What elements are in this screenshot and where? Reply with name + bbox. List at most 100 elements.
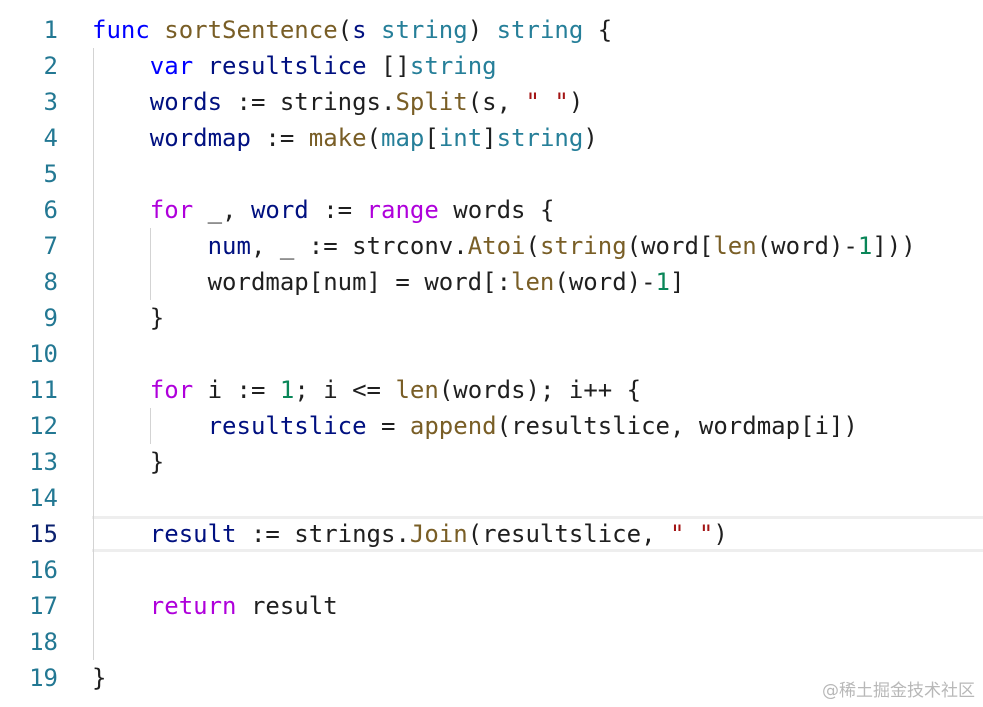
code-token: ): [568, 88, 584, 116]
code-token: for: [149, 376, 194, 404]
code-token: (resultslice,: [467, 520, 670, 548]
code-line[interactable]: 15 result := strings.Join(resultslice, "…: [0, 516, 983, 552]
line-number: 6: [43, 196, 58, 224]
code-line[interactable]: 5: [0, 156, 983, 192]
code-token: len: [511, 268, 555, 296]
line-number: 16: [29, 556, 58, 584]
code-token: sortSentence: [164, 16, 338, 44]
code-token: [367, 16, 381, 44]
indent-guide: [93, 192, 94, 228]
code-text: num, _ := strconv.Atoi(string(word[len(w…: [92, 228, 916, 264]
indent-guide: [93, 408, 94, 444]
code-token: Join: [409, 520, 468, 548]
code-token: }: [92, 664, 107, 692]
code-line[interactable]: 7 num, _ := strconv.Atoi(string(word[len…: [0, 228, 983, 264]
watermark: @稀土掘金技术社区: [822, 681, 975, 701]
indent-guide: [150, 408, 151, 444]
line-number: 7: [43, 232, 58, 260]
code-token: (word[: [626, 232, 714, 260]
code-token: (words); i++ {: [438, 376, 642, 404]
code-token: return: [149, 592, 237, 620]
code-line[interactable]: 6 for _, word := range words {: [0, 192, 983, 228]
code-token: []: [366, 52, 410, 80]
code-token: words: [149, 88, 223, 116]
code-token: result: [236, 592, 338, 620]
code-token: i :=: [193, 376, 280, 404]
code-token: [193, 52, 207, 80]
code-line[interactable]: 16: [0, 552, 983, 588]
indent-guide: [93, 228, 94, 264]
code-text: result := strings.Join(resultslice, " "): [92, 516, 728, 552]
code-line[interactable]: 19}: [0, 660, 983, 696]
code-text: for _, word := range words {: [92, 192, 555, 228]
code-token: ]: [670, 268, 685, 296]
code-line[interactable]: 11 for i := 1; i <= len(words); i++ {: [0, 372, 983, 408]
indent-guide: [93, 552, 94, 588]
code-line[interactable]: 12 resultslice = append(resultslice, wor…: [0, 408, 983, 444]
code-token: " ": [669, 520, 714, 548]
code-token: ; i <=: [294, 376, 396, 404]
code-text: resultslice = append(resultslice, wordma…: [92, 408, 858, 444]
indent-guide: [93, 156, 94, 192]
code-token: (resultslice, wordmap[i]): [496, 412, 858, 440]
line-number: 14: [29, 484, 58, 512]
indent-guide: [93, 624, 94, 660]
indent-guide: [93, 588, 94, 624]
code-token: =: [366, 412, 410, 440]
code-token: }: [92, 304, 165, 332]
code-token: (word)-: [554, 268, 656, 296]
code-line[interactable]: 10: [0, 336, 983, 372]
indent-guide: [93, 336, 94, 372]
code-token: int: [438, 124, 483, 152]
code-token: append: [409, 412, 497, 440]
code-line[interactable]: 9 }: [0, 300, 983, 336]
indent-guide: [93, 84, 94, 120]
code-token: string: [539, 232, 627, 260]
code-line[interactable]: 3 words := strings.Split(s, " "): [0, 84, 983, 120]
line-number: 8: [43, 268, 58, 296]
code-token: word: [250, 196, 309, 224]
code-token: make: [308, 124, 367, 152]
code-text: }: [92, 660, 106, 696]
code-text: func sortSentence(s string) string {: [92, 12, 612, 48]
code-token: var: [149, 52, 194, 80]
code-token: result: [149, 520, 237, 548]
code-token: s: [352, 16, 367, 44]
code-token: for: [149, 196, 194, 224]
code-token: ]: [482, 124, 497, 152]
code-token: [92, 412, 208, 440]
code-token: (: [525, 232, 540, 260]
line-number: 9: [43, 304, 58, 332]
line-number: 18: [29, 628, 58, 656]
code-token: len: [395, 376, 439, 404]
line-number: 12: [29, 412, 58, 440]
code-line[interactable]: 17 return result: [0, 588, 983, 624]
indent-guide: [93, 480, 94, 516]
code-token: :=: [308, 196, 367, 224]
line-number: 2: [43, 52, 58, 80]
code-token: (: [337, 16, 353, 44]
code-token: func: [92, 16, 150, 44]
code-line[interactable]: 14: [0, 480, 983, 516]
code-line[interactable]: 18: [0, 624, 983, 660]
code-line[interactable]: 8 wordmap[num] = word[:len(word)-1]: [0, 264, 983, 300]
indent-guide: [93, 300, 94, 336]
code-line[interactable]: 13 }: [0, 444, 983, 480]
code-token: [92, 124, 150, 152]
code-line[interactable]: 4 wordmap := make(map[int]string): [0, 120, 983, 156]
code-token: 1: [279, 376, 295, 404]
indent-guide: [93, 120, 94, 156]
code-token: ): [467, 16, 497, 44]
code-token: num: [207, 232, 251, 260]
code-token: , _ := strconv.: [250, 232, 468, 260]
line-number: 13: [29, 448, 58, 476]
indent-guide: [93, 264, 94, 300]
code-token: [92, 196, 150, 224]
code-line[interactable]: 2 var resultslice []string: [0, 48, 983, 84]
code-token: 1: [857, 232, 873, 260]
code-text: words := strings.Split(s, " "): [92, 84, 584, 120]
line-number: 15: [29, 520, 58, 548]
code-token: [92, 52, 150, 80]
